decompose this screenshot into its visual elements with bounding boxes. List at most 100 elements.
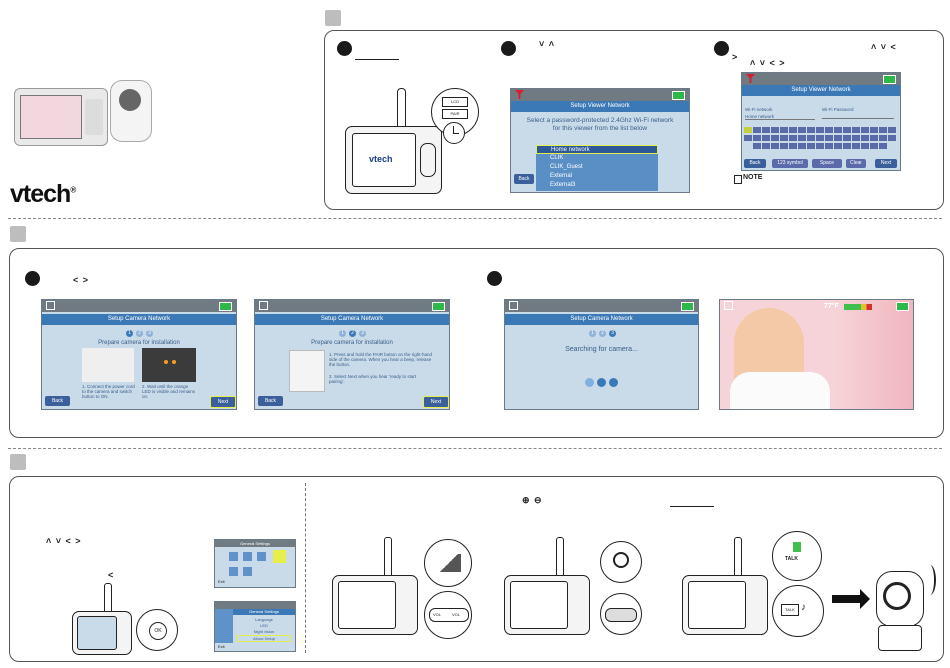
settings-tile-selected-icon[interactable]: [273, 550, 286, 563]
sound-level-icon: [844, 304, 872, 310]
battery-icon: [432, 302, 445, 311]
step-dot: 1: [589, 330, 596, 337]
next-button[interactable]: Next: [875, 159, 897, 168]
caption-1: 1. Connect the power cord to the camera …: [82, 384, 135, 399]
network-item[interactable]: External: [550, 173, 573, 179]
network-item[interactable]: CLIK: [550, 155, 564, 161]
music-note-icon: ♪: [801, 602, 806, 613]
vertical-divider: [305, 483, 306, 653]
screen-title: Setup Viewer Network: [511, 101, 689, 112]
magnifier-zoom: [600, 541, 642, 583]
step-marker-1: [25, 271, 40, 286]
section-divider-2: [8, 448, 942, 449]
settings-tile-icon[interactable]: [257, 552, 266, 561]
signal-icon: [509, 301, 518, 310]
arrow-keys-icon-2: ˄ ˅ ˂: [871, 42, 897, 52]
instruction-1: 1. Press and hold the PAIR button on the…: [329, 352, 432, 367]
back-button[interactable]: Back: [744, 159, 766, 168]
settings-tile-icon[interactable]: [243, 552, 252, 561]
network-item[interactable]: Home network: [536, 145, 658, 154]
signal-icon: [259, 301, 268, 310]
battery-icon: [219, 302, 232, 311]
section2-panel: ˂ ˃ Setup Camera Network 1 2 3 Prepare c…: [9, 248, 944, 438]
temperature-readout: 77°F: [824, 303, 839, 310]
zoom-buttons-zoom: [600, 593, 642, 635]
screen-title: General Settings: [240, 541, 270, 546]
zoom-icons: ⊕ ⊖: [522, 495, 543, 505]
product-camera: [110, 80, 152, 142]
network-item[interactable]: External3: [550, 182, 576, 188]
viewer-talk-illustration: TALK TALK ♪: [682, 531, 832, 657]
back-button[interactable]: Back: [258, 396, 283, 406]
timer-icon: [443, 122, 465, 144]
step1-underline: [355, 59, 399, 60]
exit-button[interactable]: Exit: [218, 579, 225, 584]
step-marker-3: [714, 41, 729, 56]
camera-plug-photo: [82, 348, 134, 382]
step-marker-2: [501, 41, 516, 56]
left-arrow-icon: ˂: [108, 570, 115, 580]
loading-dots: [585, 378, 625, 388]
exit-button[interactable]: Exit: [218, 644, 225, 649]
menu-item[interactable]: LED: [260, 623, 268, 628]
talk-button-zoom: TALK: [772, 531, 822, 581]
camera-led-photo: [142, 348, 196, 382]
arrow-keys-icon: ˄ ˅ ˂ ˃: [46, 536, 82, 546]
viewer-volume-illustration: VOL VOL: [332, 537, 502, 657]
network-list[interactable]: Home network CLIK CLIK_Guest External Ex…: [536, 145, 658, 191]
screen-subtitle: Prepare camera for installation: [311, 340, 393, 346]
step1-viewer-illustration: vtech LCD PAIR: [341, 86, 511, 206]
right-arrow-icon: ˃: [732, 52, 739, 62]
camera-search-screen: Setup Camera Network 1 2 3 Searching for…: [504, 299, 699, 410]
signal-icon: [746, 74, 755, 83]
leftright-arrows-icon: ˂ ˃: [73, 275, 90, 285]
step-dot: 3: [146, 330, 153, 337]
battery-icon: [672, 91, 685, 100]
back-button[interactable]: Back: [514, 174, 534, 184]
talk-panel-zoom: TALK ♪: [772, 585, 824, 637]
step-dot: 3: [609, 330, 616, 337]
caption-2: 2. Wait until the orange LED is visible …: [142, 384, 196, 399]
camera-illustration: [876, 565, 936, 655]
baby-video-screen: 77°F: [719, 299, 914, 410]
battery-icon: [681, 302, 694, 311]
network-item[interactable]: CLIK_Guest: [550, 164, 583, 170]
screen-prompt-1: Select a password-protected 2.4Ghz Wi-Fi…: [526, 117, 674, 124]
settings-tile-icon[interactable]: [229, 552, 238, 561]
screen-title: Setup Viewer Network: [742, 85, 900, 96]
note-icon: [734, 175, 742, 184]
signal-icon: [46, 301, 55, 310]
next-button[interactable]: Next: [210, 396, 236, 408]
space-button[interactable]: Space: [812, 159, 842, 168]
onscreen-keyboard[interactable]: [743, 125, 899, 157]
arrow-keys-icon: ˄ ˅ ˂ ˃: [750, 58, 786, 68]
searching-text: Searching for camera...: [565, 346, 638, 353]
settings-tile-icon[interactable]: [229, 567, 238, 576]
wifi-password-field[interactable]: [822, 118, 894, 119]
menu-item-selected[interactable]: About Setup: [237, 635, 291, 642]
next-button[interactable]: Next: [423, 396, 449, 408]
back-button[interactable]: Back: [45, 396, 70, 406]
settings-icons-screen: General Settings Exit: [214, 539, 296, 588]
menu-item[interactable]: Language: [255, 617, 273, 622]
section1-tag: [325, 10, 341, 26]
wifi-network-field[interactable]: Home network: [745, 114, 815, 120]
vtech-logo: vtech®: [10, 180, 76, 208]
section1-panel: vtech LCD PAIR ˅ ˄ Setup Viewer Network …: [324, 30, 944, 210]
menu-item[interactable]: Night vision: [253, 629, 275, 634]
clear-button[interactable]: Clear: [846, 159, 866, 168]
screen-logo: vtech: [369, 154, 393, 164]
battery-icon: [896, 302, 909, 311]
camera-setup-screen-a: Setup Camera Network 1 2 3 Prepare camer…: [41, 299, 237, 410]
screen-title: Setup Camera Network: [505, 314, 698, 325]
screen-title: General Settings: [233, 609, 295, 615]
settings-tile-icon[interactable]: [243, 567, 252, 576]
instruction-2: 2. Select Next when you hear 'ready to s…: [329, 374, 417, 384]
symbol-button[interactable]: 123 symbol: [772, 159, 808, 168]
settings-list-screen: General Settings Language LED Night visi…: [214, 601, 296, 652]
camera-setup-screen-b: Setup Camera Network 1 2 3 Prepare camer…: [254, 299, 450, 410]
signal-icon: [515, 90, 524, 99]
right-arrow-icon: [832, 589, 870, 609]
step-dot: 1: [339, 330, 346, 337]
viewer-zoom-illustration: [504, 537, 674, 657]
